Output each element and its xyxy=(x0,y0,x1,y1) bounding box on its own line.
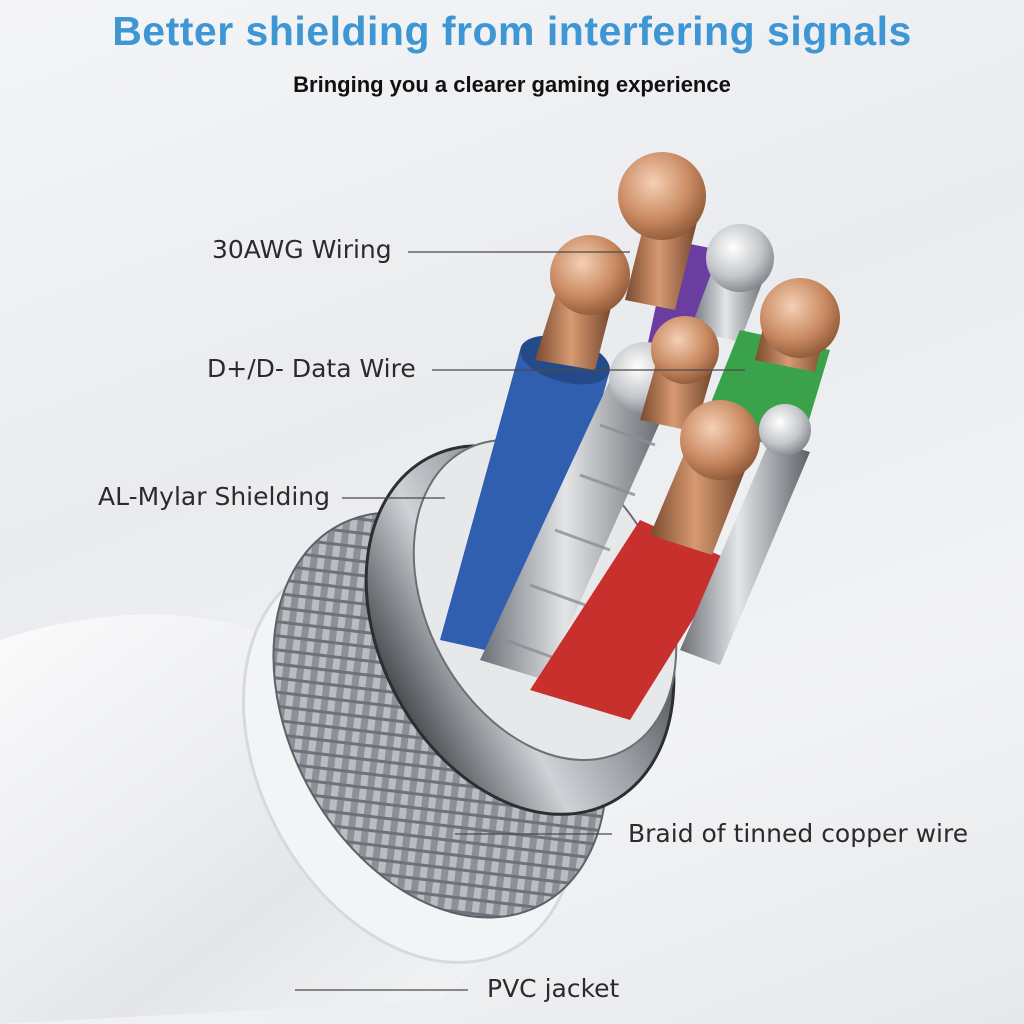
silver-core-back xyxy=(706,224,774,292)
copper-core-red xyxy=(680,400,760,480)
callout-jacket: PVC jacket xyxy=(487,974,620,1003)
wire-blue xyxy=(440,350,610,660)
callout-braid: Braid of tinned copper wire xyxy=(628,819,969,848)
subheadline: Bringing you a clearer gaming experience xyxy=(293,72,731,97)
data-wire-silver xyxy=(480,380,670,680)
copper-core-blue xyxy=(550,235,630,315)
callout-shielding: AL-Mylar Shielding xyxy=(98,482,330,511)
callout-data-wire: D+/D- Data Wire xyxy=(207,354,416,383)
callout-wiring: 30AWG Wiring xyxy=(212,235,392,264)
headline: Better shielding from interfering signal… xyxy=(112,8,912,54)
copper-core-purple xyxy=(618,152,706,240)
copper-core-center xyxy=(651,316,719,384)
silver-core-right xyxy=(759,404,811,456)
wire-red xyxy=(530,520,730,720)
copper-core-green xyxy=(760,278,840,358)
